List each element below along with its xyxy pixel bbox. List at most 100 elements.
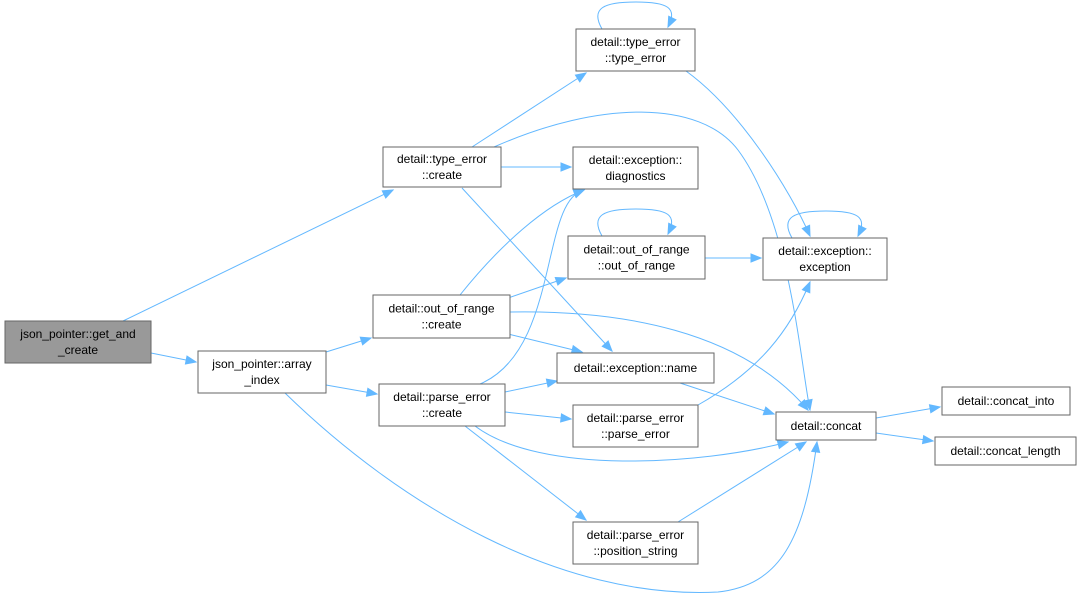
node-label-line: detail::parse_error xyxy=(393,390,490,404)
node-concat[interactable]: detail::concat xyxy=(775,411,877,441)
edge-position_string-to-concat xyxy=(677,441,808,523)
node-box xyxy=(567,235,706,280)
node-box xyxy=(382,146,502,188)
arrowhead xyxy=(667,15,677,29)
edge-out_of_range_ctor-to-out_of_range_ctor xyxy=(597,208,677,237)
node-label-line: ::type_error xyxy=(605,51,666,65)
node-concat-into[interactable]: detail::concat_into xyxy=(941,386,1071,416)
node-parse-error-create[interactable]: detail::parse_error::create xyxy=(378,383,506,427)
edge-parse_error_create-to-exception_name xyxy=(504,378,559,393)
edge-line xyxy=(679,382,775,415)
node-label-line: ::create xyxy=(422,168,462,182)
node-parse-error-ctor[interactable]: detail::parse_error::parse_error xyxy=(572,404,699,448)
arrowhead xyxy=(554,276,568,286)
node-label-line: detail::concat xyxy=(791,419,862,433)
edge-array_index-to-out_of_range_create xyxy=(325,336,373,353)
edge-type_error_ctor-to-exception_ctor xyxy=(685,70,811,238)
arrowhead xyxy=(570,344,584,355)
edge-parse_error_create-to-position_string xyxy=(464,425,588,521)
node-exception-ctor[interactable]: detail::exception::exception xyxy=(762,237,888,281)
node-label-line: exception xyxy=(799,260,850,274)
nodes-layer: json_pointer::get_and_createjson_pointer… xyxy=(4,28,1077,565)
node-label-line: detail::exception:: xyxy=(778,244,871,258)
arrowhead xyxy=(810,440,821,454)
node-label-line: detail::parse_error xyxy=(587,411,684,425)
node-label-line: detail::concat_length xyxy=(950,444,1060,458)
node-label-line: detail::parse_error xyxy=(587,528,684,542)
node-label-line: ::position_string xyxy=(593,544,677,558)
arrowhead xyxy=(797,398,809,412)
edge-line xyxy=(464,425,587,521)
node-label-line: _create xyxy=(57,343,98,357)
arrowhead xyxy=(801,224,811,238)
node-label-line: detail::concat_into xyxy=(958,394,1055,408)
node-get-and-create: json_pointer::get_and_create xyxy=(4,320,152,364)
arrowhead xyxy=(928,404,942,414)
arrowhead xyxy=(750,253,763,263)
arrowhead xyxy=(803,398,813,412)
edge-line xyxy=(284,392,818,593)
edge-line xyxy=(471,72,587,148)
edge-array_index-to-concat xyxy=(284,392,821,593)
edge-parse_error_ctor-to-exception_ctor xyxy=(697,280,811,406)
node-diagnostics[interactable]: detail::exception::diagnostics xyxy=(572,146,699,190)
node-exception-name[interactable]: detail::exception::name xyxy=(556,352,715,384)
edge-line xyxy=(787,210,863,239)
edge-concat-to-concat_into xyxy=(875,404,942,419)
node-box xyxy=(197,350,327,394)
edge-out_of_range_create-to-concat xyxy=(509,311,809,412)
node-box xyxy=(941,386,1071,416)
arrowhead xyxy=(601,340,613,352)
node-position-string[interactable]: detail::parse_error::position_string xyxy=(572,521,699,565)
arrowhead xyxy=(794,441,808,452)
node-label-line: detail::type_error xyxy=(397,152,487,166)
node-box xyxy=(556,352,715,384)
edge-out_of_range_create-to-out_of_range_ctor xyxy=(507,276,568,299)
arrowhead xyxy=(776,440,790,450)
node-array-index[interactable]: json_pointer::array_index xyxy=(197,350,327,394)
edge-type_error_ctor-to-type_error_ctor xyxy=(597,1,677,30)
edge-line xyxy=(697,281,811,406)
node-box xyxy=(572,146,699,190)
edge-exception_ctor-to-exception_ctor xyxy=(787,210,867,239)
edge-line xyxy=(459,189,585,296)
arrowhead xyxy=(545,378,559,388)
node-label-line: detail::exception::name xyxy=(574,361,698,375)
node-label-line: diagnostics xyxy=(605,169,665,183)
node-label-line: ::create xyxy=(421,318,461,332)
edges-layer xyxy=(122,1,942,593)
edge-line xyxy=(685,70,811,237)
node-label-line: detail::out_of_range xyxy=(388,302,494,316)
edge-line xyxy=(122,189,394,322)
node-label-line: ::parse_error xyxy=(601,427,670,441)
edge-line xyxy=(479,189,585,385)
edge-line xyxy=(597,1,673,30)
node-type-error-create[interactable]: detail::type_error::create xyxy=(382,146,502,188)
node-out-of-range-ctor[interactable]: detail::out_of_range::out_of_range xyxy=(567,235,706,280)
edge-line xyxy=(461,187,613,352)
edge-line xyxy=(875,406,941,419)
node-label-line: detail::out_of_range xyxy=(583,243,689,257)
edge-get_and_create-to-array_index xyxy=(150,352,198,365)
node-type-error-ctor[interactable]: detail::type_error::type_error xyxy=(575,28,696,72)
edge-get_and_create-to-type_error_create xyxy=(122,189,395,322)
edge-line xyxy=(677,441,807,523)
arrowhead xyxy=(921,434,935,445)
node-out-of-range-create[interactable]: detail::out_of_range::create xyxy=(372,294,511,339)
arrowhead xyxy=(365,387,379,397)
arrowhead xyxy=(184,355,198,365)
arrowhead xyxy=(857,224,867,238)
node-concat-length[interactable]: detail::concat_length xyxy=(934,436,1077,466)
node-box xyxy=(575,28,696,72)
edge-type_error_create-to-diagnostics xyxy=(501,162,573,172)
node-box xyxy=(762,237,888,281)
arrowhead xyxy=(572,188,586,198)
arrowhead xyxy=(560,162,573,172)
edge-concat-to-concat_length xyxy=(875,432,935,445)
node-box xyxy=(4,320,152,364)
edge-line xyxy=(504,411,572,420)
arrowhead xyxy=(574,72,588,83)
node-box xyxy=(572,404,699,448)
node-box xyxy=(775,411,877,441)
